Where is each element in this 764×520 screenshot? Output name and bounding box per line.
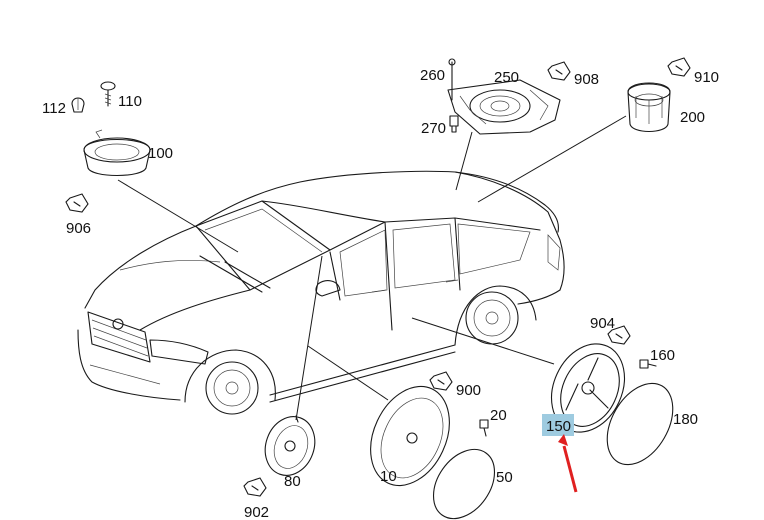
label-100[interactable]: 100: [148, 145, 173, 162]
label-900[interactable]: 900: [456, 382, 481, 399]
connector-908-icon: [547, 61, 571, 81]
center-speaker-assembly: [447, 79, 561, 135]
label-160[interactable]: 160: [650, 347, 675, 364]
label-260[interactable]: 260: [420, 67, 445, 84]
speaker-100-icon: [83, 129, 151, 176]
label-10[interactable]: 10: [380, 468, 397, 485]
connector-900-icon: [429, 371, 453, 391]
label-902[interactable]: 902: [244, 504, 269, 520]
leader-lines: [117, 115, 627, 421]
label-908[interactable]: 908: [574, 71, 599, 88]
connector-906-icon: [65, 193, 89, 213]
label-20[interactable]: 20: [490, 407, 507, 424]
label-200[interactable]: 200: [680, 109, 705, 126]
connector-904-icon: [607, 325, 631, 345]
label-906[interactable]: 906: [66, 220, 91, 237]
red-arrow-icon: [558, 434, 578, 493]
label-180[interactable]: 180: [673, 411, 698, 428]
speaker-80-icon: [264, 415, 316, 476]
label-112[interactable]: 112: [42, 100, 66, 117]
clip-270-icon: [449, 115, 459, 133]
screw-110-icon: [100, 81, 116, 107]
label-80[interactable]: 80: [284, 473, 301, 490]
clip-112-icon: [71, 97, 85, 113]
label-250[interactable]: 250: [494, 69, 519, 86]
label-150[interactable]: 150: [546, 418, 571, 435]
label-270[interactable]: 270: [421, 120, 446, 137]
highlight-box-150: [542, 414, 574, 436]
car-body: [77, 170, 565, 415]
label-50[interactable]: 50: [496, 469, 513, 486]
screw-20-icon: [479, 419, 489, 437]
label-910[interactable]: 910: [694, 69, 719, 86]
tweeter-200-icon: [627, 82, 671, 133]
label-904[interactable]: 904: [590, 315, 615, 332]
screw-260-icon: [448, 58, 456, 101]
connector-910-icon: [667, 57, 691, 77]
cover-180-icon: [606, 382, 674, 466]
cover-50-icon: [432, 448, 496, 520]
speaker-10-icon: [370, 385, 450, 487]
connector-902-icon: [243, 477, 267, 497]
screw-160-icon: [639, 359, 657, 369]
label-110[interactable]: 110: [118, 93, 142, 110]
